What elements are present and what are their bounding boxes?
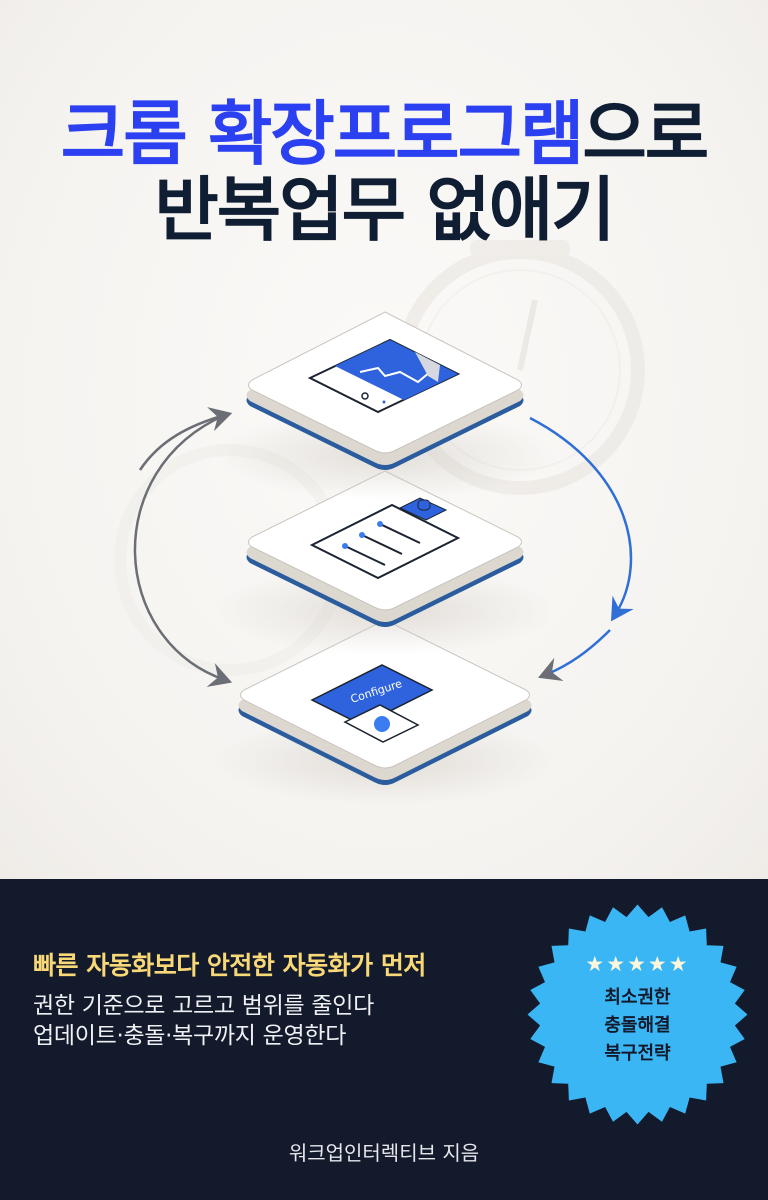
- clipboard-lock-icon: [309, 497, 461, 580]
- tagline: 빠른 자동화보다 안전한 자동화가 먼저: [33, 951, 426, 980]
- cover-illustration: Configure: [114, 240, 645, 805]
- author: 워크업인터렉티브 지음: [288, 1141, 480, 1165]
- cycle-arrow-left: [133, 413, 233, 687]
- title-highlight: 크롬 확장프로그램: [60, 93, 585, 175]
- badge-line-3: 복구전략: [604, 1042, 671, 1064]
- cover-top-area: 크롬 확장프로그램으로 반복업무 없애기: [0, 0, 768, 879]
- title-line-2: 반복업무 없애기: [154, 169, 615, 251]
- browser-chart-icon: [307, 338, 461, 414]
- settings-card-icon: Configure: [310, 664, 434, 743]
- badge-line-1: 최소권한: [604, 986, 671, 1008]
- badge-line-2: 충돌해결: [604, 1014, 671, 1036]
- cycle-arrow-right: [529, 416, 634, 622]
- subtitle-line-2: 업데이트·충돌·복구까지 운영한다: [33, 1023, 347, 1049]
- badge-content: ★★★★★ 최소권한 충돌해결 복구전략: [525, 902, 750, 1127]
- title-line-1: 크롬 확장프로그램으로: [0, 96, 768, 172]
- tile-clipboard: [215, 470, 555, 655]
- subtitle-line-1: 권한 기준으로 고르고 범위를 줄인다: [33, 993, 374, 1019]
- tile-browser: [215, 311, 555, 500]
- book-title: 크롬 확장프로그램으로 반복업무 없애기: [0, 96, 768, 248]
- title-suffix: 으로: [582, 93, 709, 175]
- rating-stars-icon: ★★★★★: [585, 951, 690, 976]
- tile-configure: Configure: [215, 619, 555, 805]
- starburst-badge: [527, 904, 748, 1125]
